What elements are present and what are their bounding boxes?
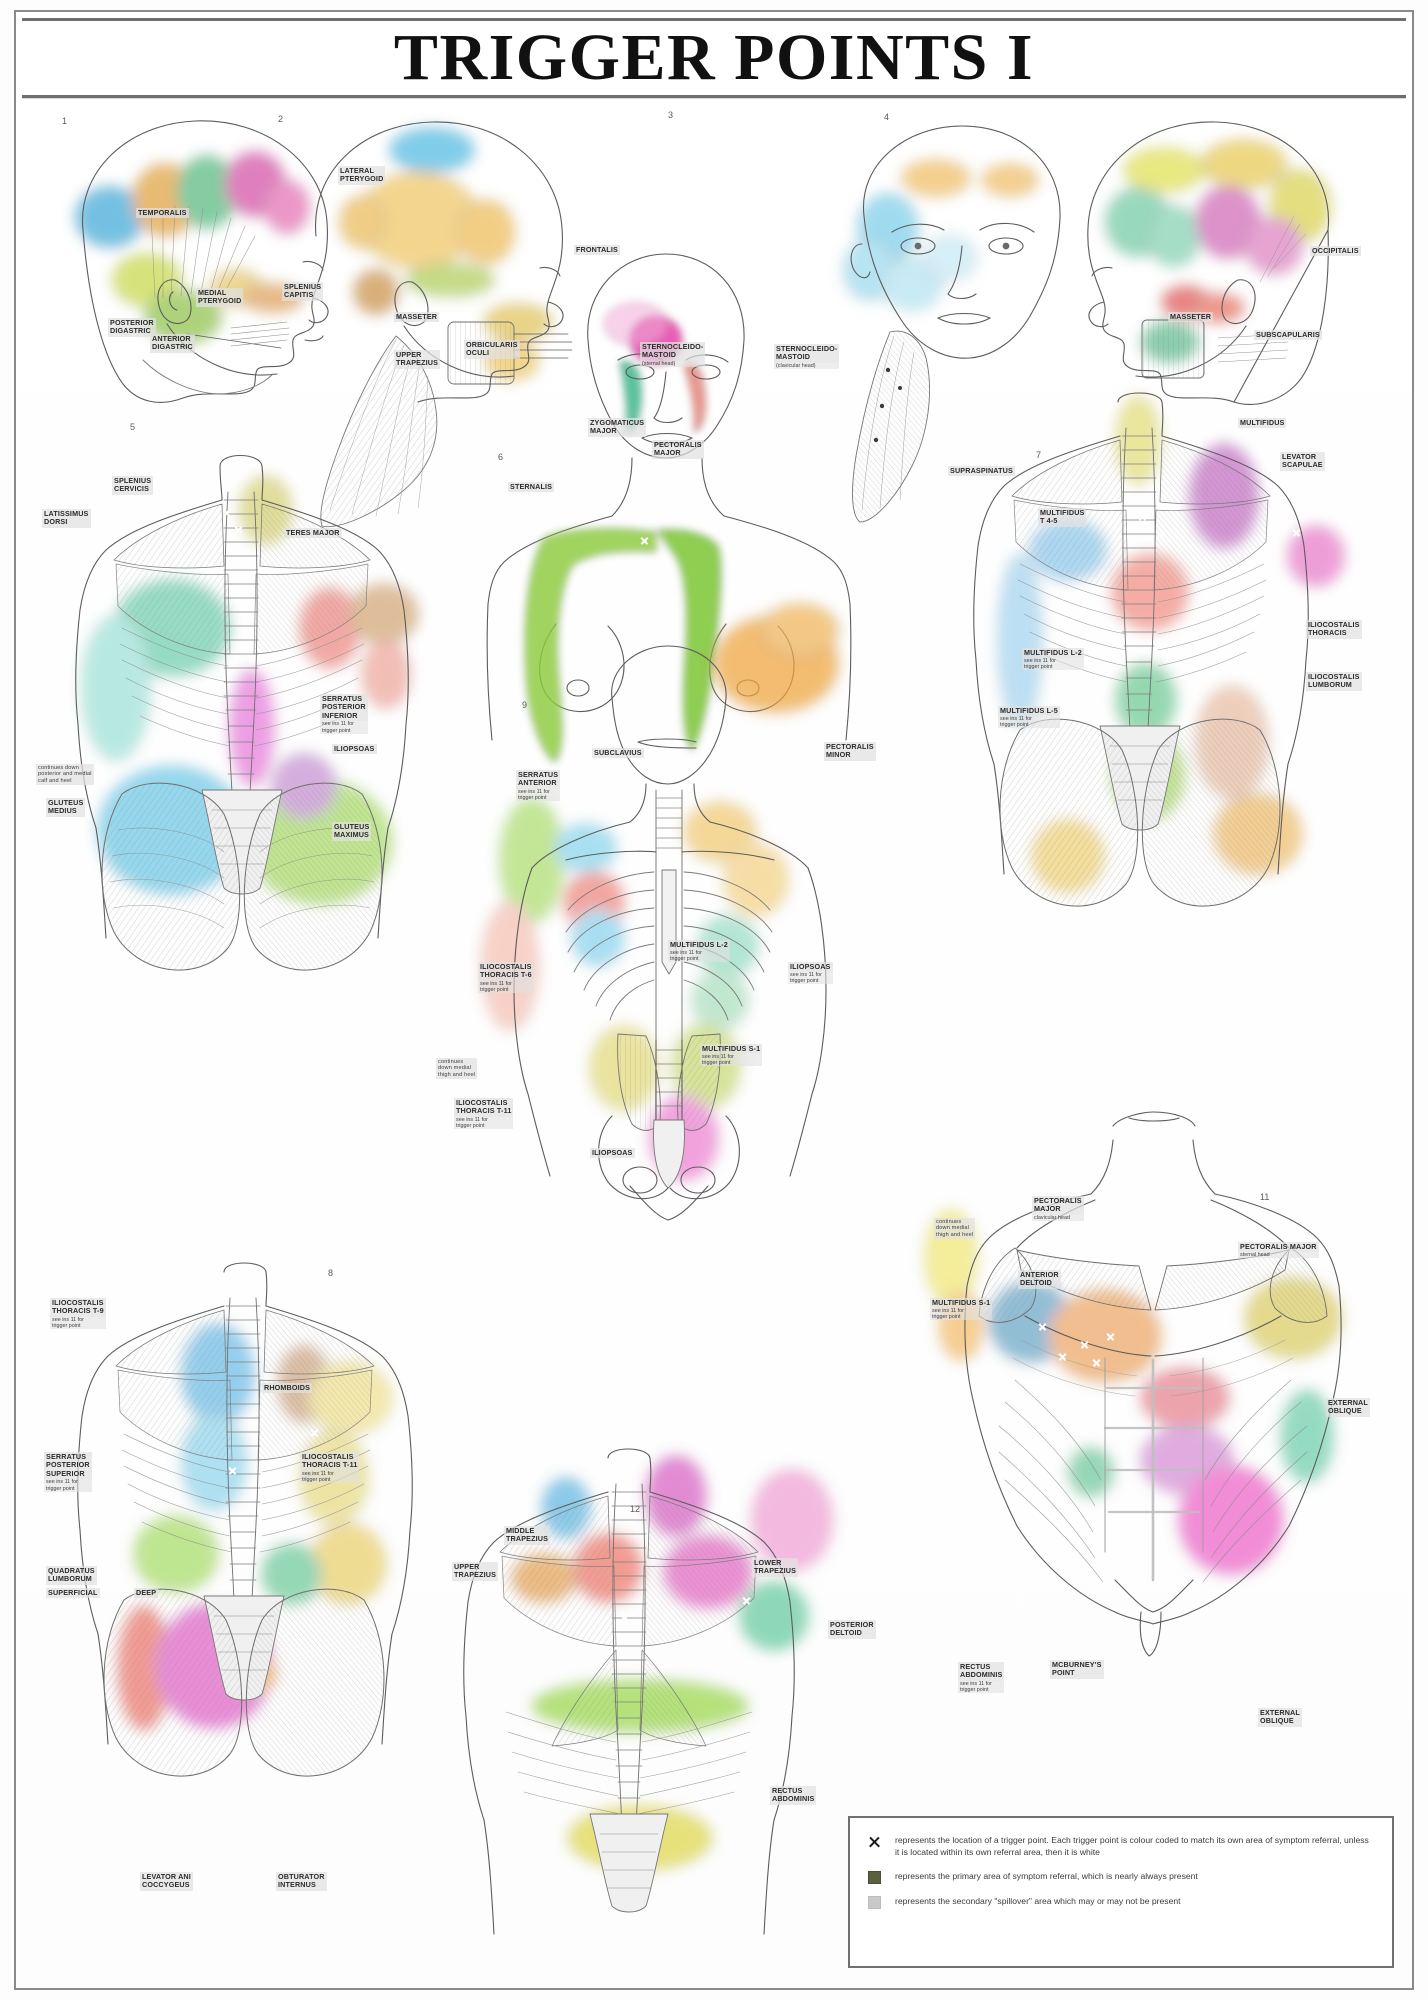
label-scm-clavicular: STERNOCLEIDO- MASTOID (clavicular head) — [774, 343, 840, 369]
label-pectoralis-major-clavicular: PECTORALIS MAJOR clavicular head — [1032, 1195, 1084, 1221]
panel-number-6: 6 — [498, 452, 504, 462]
label-multifidus-s1-9: MULTIFIDUS S-1 see ins 11 for trigger po… — [700, 1043, 763, 1067]
panel-number-1: 1 — [62, 116, 68, 126]
panel-number-4: 4 — [884, 112, 890, 122]
legend: represents the location of a trigger poi… — [848, 1816, 1394, 1968]
panel-number-12: 12 — [630, 1504, 641, 1514]
label-iliocostalis-thoracis-t6: ILIOCOSTALIS THORACIS T-6 see ins 11 for… — [478, 961, 534, 993]
label-iliocostalis-thoracis-t11: ILIOCOSTALIS THORACIS T-11 see ins 11 fo… — [454, 1097, 514, 1129]
panel-number-9: 9 — [522, 700, 528, 710]
label-iliocostalis-thoracis-t9: ILIOCOSTALIS THORACIS T-9 see ins 11 for… — [50, 1297, 106, 1329]
legend-text-primary: represents the primary area of symptom r… — [895, 1870, 1198, 1881]
legend-row-spillover: represents the secondary "spillover" are… — [868, 1895, 1374, 1909]
panel-number-5: 5 — [130, 422, 136, 432]
panel-number-3: 3 — [668, 110, 674, 120]
spillover-referral-swatch-icon — [868, 1895, 881, 1909]
poster-title-bar: TRIGGER POINTS I — [22, 18, 1406, 98]
trigger-point-icon — [868, 1835, 881, 1848]
label-multifidus-l2-9: MULTIFIDUS L-2 see ins 11 for trigger po… — [668, 939, 730, 963]
panel-number-2: 2 — [278, 114, 284, 124]
primary-referral-swatch-icon — [868, 1870, 881, 1884]
legend-row-primary: represents the primary area of symptom r… — [868, 1870, 1374, 1884]
panel-number-7: 7 — [1036, 450, 1042, 460]
page-title: TRIGGER POINTS I — [393, 21, 1035, 94]
panel-number-11: 11 — [1260, 1192, 1270, 1202]
panel-number-8: 8 — [328, 1268, 334, 1278]
label-multifidus-l5-7: MULTIFIDUS L-5 see ins 11 for trigger po… — [998, 705, 1060, 729]
label-scm-sternal: STERNOCLEIDO- MASTOID (sternal head) — [640, 341, 706, 367]
legend-text-spillover: represents the secondary "spillover" are… — [895, 1895, 1181, 1906]
label-serratus-posterior-superior: SERRATUS POSTERIOR SUPERIOR see ins 11 f… — [44, 1451, 92, 1492]
label-rectus-abdominis-11: RECTUS ABDOMINIS see ins 11 for trigger … — [958, 1661, 1005, 1693]
label-iliopsoas-9: ILIOPSOAS see ins 11 for trigger point — [788, 961, 833, 985]
label-multifidus-s1-11: MULTIFIDUS S-1 see ins 11 for trigger po… — [930, 1297, 993, 1321]
label-serratus-posterior-inferior: SERRATUS POSTERIOR INFERIOR see ins 11 f… — [320, 693, 368, 734]
legend-row-trigger-point: represents the location of a trigger poi… — [868, 1834, 1374, 1859]
label-serratus-anterior: SERRATUS ANTERIOR see ins 11 for trigger… — [516, 769, 561, 801]
label-multifidus-l2-7: MULTIFIDUS L-2 see ins 11 for trigger po… — [1022, 647, 1084, 671]
legend-text-trigger-point: represents the location of a trigger poi… — [895, 1835, 1369, 1858]
label-pectoralis-major-sternal: PECTORALIS MAJOR sternal head — [1238, 1241, 1319, 1258]
label-iliocostalis-thoracis-t11-8: ILIOCOSTALIS THORACIS T-11 see ins 11 fo… — [300, 1451, 360, 1483]
